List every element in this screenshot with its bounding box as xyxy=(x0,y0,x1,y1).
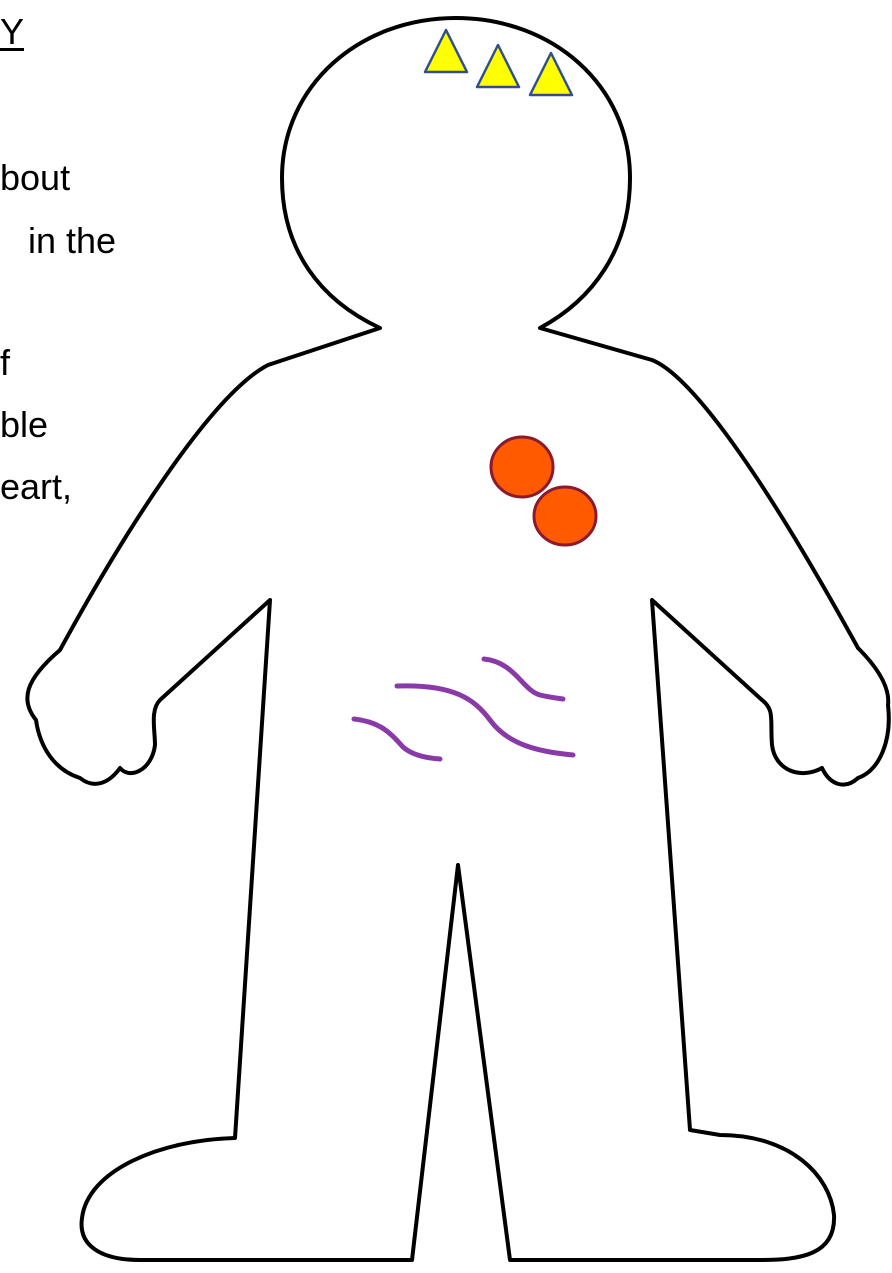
chest-circle-marker xyxy=(491,437,553,497)
chest-circle-marker xyxy=(534,487,596,545)
body-outline xyxy=(27,18,888,1260)
